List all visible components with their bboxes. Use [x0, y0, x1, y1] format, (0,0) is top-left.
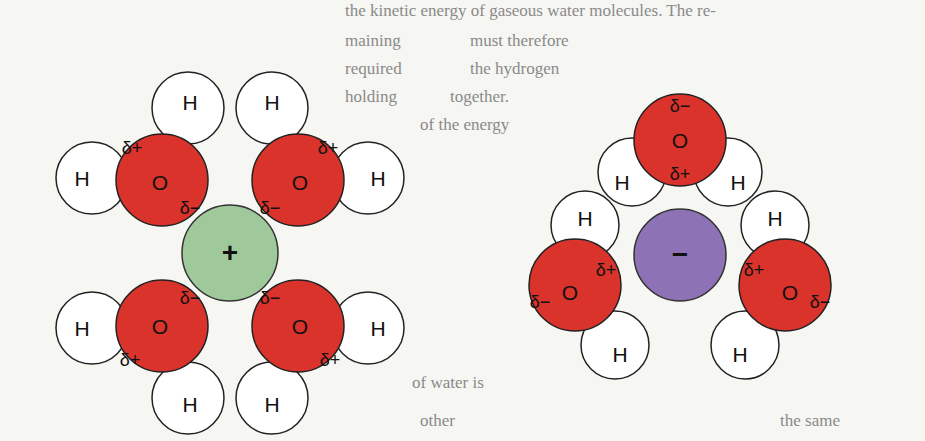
oxygen-atom [634, 94, 726, 186]
ion-circle [182, 205, 278, 301]
oxygen-symbol: O [152, 172, 168, 193]
partial-charge: δ+ [596, 261, 617, 279]
partial-charge: δ− [530, 293, 551, 311]
hydrogen-atom [236, 72, 308, 144]
background-text: together. [450, 88, 509, 105]
hydrogen-symbol: H [182, 394, 197, 415]
oxygen-atom [252, 280, 344, 372]
background-text: the hydrogen [470, 60, 559, 77]
oxygen-atom [116, 134, 208, 226]
hydrogen-symbol: H [74, 168, 89, 189]
partial-charge: δ− [670, 97, 691, 115]
oxygen-symbol: O [562, 282, 578, 303]
water-molecule: Oδ+ δ− H H [54, 278, 226, 436]
partial-charge: δ+ [320, 351, 341, 369]
partial-charge: δ+ [120, 351, 141, 369]
oxygen-symbol: O [782, 282, 798, 303]
ion: + [180, 203, 280, 303]
partial-charge: δ− [810, 293, 831, 311]
partial-charge: δ− [260, 289, 281, 307]
oxygen-symbol: O [292, 172, 308, 193]
hydrogen-symbol: H [182, 92, 197, 113]
partial-charge: δ+ [122, 139, 143, 157]
hydrogen-symbol: H [767, 208, 782, 229]
background-text: the kinetic energy of gaseous water mole… [345, 2, 716, 19]
ion-charge: − [672, 241, 688, 269]
water-molecule: Oδ+ δ− H H [527, 189, 651, 381]
oxygen-symbol: O [672, 130, 688, 151]
partial-charge: δ+ [318, 139, 339, 157]
partial-charge: δ− [180, 289, 201, 307]
hydrogen-atom [152, 362, 224, 434]
hydrogen-symbol: H [577, 208, 592, 229]
hydrogen-atom [236, 362, 308, 434]
hydrogen-symbol: H [74, 318, 89, 339]
oxygen-atom [252, 134, 344, 226]
hydrogen-symbol: H [370, 168, 385, 189]
ion-circle [634, 209, 726, 301]
hydrogen-symbol: H [730, 172, 745, 193]
water-molecule: Oδ+ δ− H H [596, 92, 764, 208]
oxygen-symbol: O [152, 316, 168, 337]
hydrogen-symbol: H [732, 344, 747, 365]
hydrogen-symbol: H [614, 172, 629, 193]
background-text: of water is [412, 374, 484, 391]
background-text: the same [780, 412, 840, 429]
background-text: required [345, 60, 402, 77]
oxygen-atom [739, 239, 831, 331]
hydrogen-symbol: H [264, 92, 279, 113]
partial-charge: δ− [180, 199, 201, 217]
background-text: must therefore [470, 32, 569, 49]
hydrogen-symbol: H [612, 344, 627, 365]
water-molecule: Oδ+ δ− H H [54, 70, 226, 228]
background-text: holding [345, 88, 397, 105]
oxygen-atom [116, 280, 208, 372]
background-text: other [420, 412, 455, 429]
partial-charge: δ− [260, 199, 281, 217]
hydrogen-symbol: H [264, 394, 279, 415]
ion-charge: + [222, 239, 238, 267]
water-molecule: Oδ+ δ− H H [709, 189, 833, 381]
oxygen-atom [529, 239, 621, 331]
background-text: of the energy [420, 116, 509, 133]
hydrogen-symbol: H [370, 318, 385, 339]
partial-charge: δ+ [670, 165, 691, 183]
partial-charge: δ+ [744, 261, 765, 279]
water-molecule: Oδ+ δ− H H [234, 278, 406, 436]
background-text: maining [345, 32, 401, 49]
ion: − [632, 207, 728, 303]
hydrogen-atom [152, 72, 224, 144]
oxygen-symbol: O [292, 316, 308, 337]
